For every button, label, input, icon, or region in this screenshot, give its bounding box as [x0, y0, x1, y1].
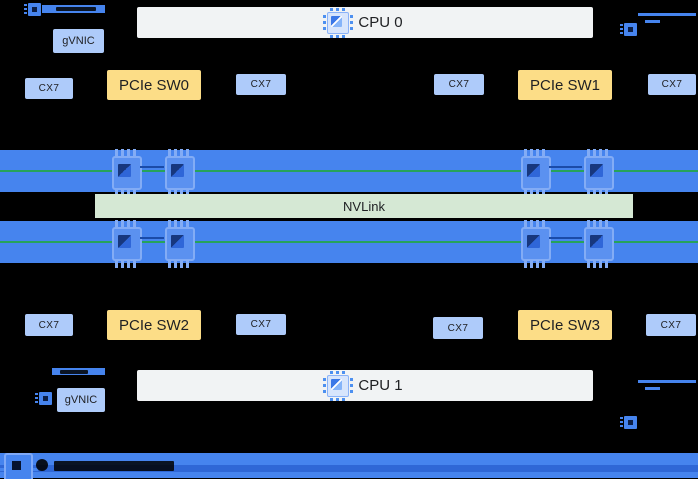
gpu-chip-icon	[165, 149, 195, 197]
unreadable-label	[54, 461, 174, 471]
cx7-label: CX7	[250, 319, 272, 330]
nvlink-link-line	[0, 241, 698, 243]
gpu-chip-icon	[584, 220, 614, 268]
processor-chip-icon	[327, 7, 350, 38]
network-chip-icon	[0, 453, 38, 479]
gpu-pair-link	[549, 237, 582, 239]
gpu-pair-link	[140, 166, 164, 168]
gpu-chip-icon	[112, 220, 142, 268]
gvnic-box: gVNIC	[57, 388, 105, 412]
unreadable-label	[60, 370, 88, 374]
cpu0-label: CPU 0	[358, 14, 403, 31]
cx7-box: CX7	[648, 74, 696, 95]
cx7-label: CX7	[661, 79, 683, 90]
pcie-sw2-box: PCIe SW2	[107, 310, 201, 340]
cx7-label: CX7	[250, 79, 272, 90]
gpu-chip-icon	[112, 149, 142, 197]
cx7-box: CX7	[25, 314, 73, 336]
cx7-label: CX7	[660, 319, 682, 331]
bottom-network-bar-stripe	[0, 465, 698, 472]
cx7-box: CX7	[646, 314, 696, 336]
nvlink-link-line	[0, 170, 698, 172]
gvnic-box: gVNIC	[53, 29, 104, 53]
cx7-box: CX7	[433, 317, 483, 339]
cx7-box: CX7	[236, 74, 286, 95]
gvnic-label: gVNIC	[64, 394, 98, 406]
pcie-sw0-box: PCIe SW0	[107, 70, 201, 100]
unreadable-label	[56, 7, 96, 11]
nic-uplink-icon	[620, 23, 637, 36]
gpu-chip-icon	[521, 149, 551, 197]
unreadable-label	[36, 459, 48, 471]
pcie-sw3-label: PCIe SW3	[529, 316, 601, 334]
nic-uplink-icon	[24, 3, 41, 16]
network-line	[638, 380, 696, 383]
nic-uplink-icon	[35, 392, 52, 405]
gvnic-label: gVNIC	[62, 35, 95, 47]
unreadable-label	[50, 377, 64, 380]
cx7-label: CX7	[448, 79, 470, 90]
nvlink-bar: NVLink	[95, 194, 633, 218]
cpu1-label: CPU 1	[358, 377, 403, 394]
cx7-label: CX7	[447, 322, 469, 334]
pcie-sw1-box: PCIe SW1	[518, 70, 612, 100]
gpu-chip-icon	[584, 149, 614, 197]
gpu-chip-icon	[521, 220, 551, 268]
network-line	[645, 20, 660, 23]
cx7-box: CX7	[236, 314, 286, 335]
pcie-sw2-label: PCIe SW2	[118, 316, 190, 334]
processor-chip-icon	[327, 370, 350, 401]
network-line	[638, 13, 696, 16]
gpu-chip-icon	[165, 220, 195, 268]
gpu-pair-link	[549, 166, 582, 168]
pcie-sw3-box: PCIe SW3	[518, 310, 612, 340]
gpu-pair-link	[140, 237, 164, 239]
network-line	[645, 387, 660, 390]
cpu1-box: CPU 1	[137, 370, 593, 401]
cx7-box: CX7	[25, 78, 73, 99]
nvlink-label: NVLink	[343, 198, 385, 214]
pcie-sw1-label: PCIe SW1	[529, 76, 601, 94]
cx7-label: CX7	[38, 319, 60, 331]
nic-uplink-icon	[620, 416, 637, 429]
cx7-box: CX7	[434, 74, 484, 95]
cx7-label: CX7	[38, 83, 60, 94]
pcie-sw0-label: PCIe SW0	[118, 76, 190, 94]
cpu0-box: CPU 0	[137, 7, 593, 38]
